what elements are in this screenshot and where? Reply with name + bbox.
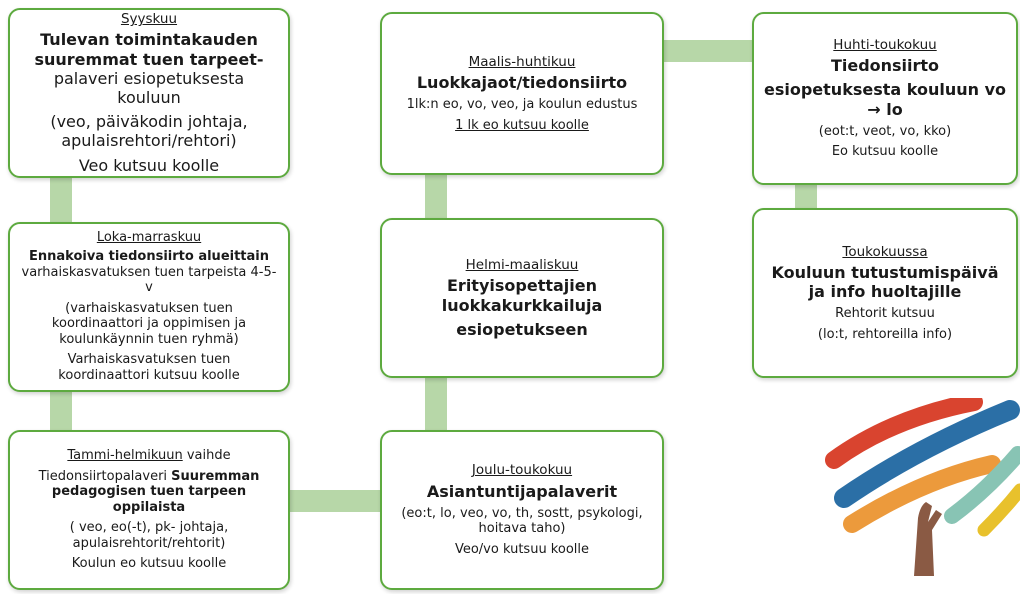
period-label: Loka-marraskuu — [96, 230, 202, 246]
connector — [425, 375, 447, 430]
logo-stroke-yellow — [977, 483, 1020, 537]
period-label: Maalis-huhtikuu — [468, 53, 576, 70]
box-title: Luokkajaot/tiedonsiirto — [416, 72, 628, 92]
box-title-continued: esiopetuksesta kouluun vo → lo — [764, 80, 1006, 119]
convener: Veo/vo kutsuu koolle — [454, 541, 590, 557]
convener: Eo kutsuu koolle — [831, 144, 939, 160]
participants: (lo:t, rehtoreilla info) — [817, 326, 953, 342]
box-title: Ennakoiva tiedonsiirto alueittain varhai… — [21, 248, 277, 296]
convener: Varhaiskasvatuksen tuen koordinaattori k… — [58, 352, 240, 384]
period-label: Toukokuussa — [842, 243, 928, 260]
convener: Veo kutsuu koolle — [78, 155, 220, 175]
period-label: Joulu-toukokuu — [471, 462, 573, 479]
connector — [50, 390, 72, 435]
logo-stroke-teal — [944, 446, 1020, 524]
connector — [662, 40, 756, 62]
participants: ( veo, eo(-t), pk- johtaja, apulaisrehto… — [69, 520, 229, 551]
box-title: Erityisopettajien luokkakurkkailuja — [441, 276, 603, 315]
connector — [425, 172, 447, 220]
logo-stroke-blue — [834, 400, 1020, 508]
box-huhti-toukokuu: Huhti-toukokuu Tiedonsiirto esiopetukses… — [752, 12, 1018, 185]
connector — [795, 185, 817, 210]
box-tammi-helmikuu: Tammi-helmikuun vaihde Tiedonsiirtopalav… — [8, 430, 290, 590]
logo-stroke-orange — [843, 455, 1001, 533]
box-title: Kouluun tutustumispäivä ja info huoltaji… — [771, 262, 999, 301]
participants: (eo:t, lo, veo, vo, th, sostt, psykologi… — [401, 505, 643, 537]
participants: (varhaiskasvatuksen tuen koordinaattori … — [51, 300, 247, 347]
period-label: Helmi-maaliskuu — [465, 257, 579, 274]
box-helmi-maaliskuu: Helmi-maaliskuu Erityisopettajien luokka… — [380, 218, 664, 378]
participants: 1lk:n eo, vo, veo, ja koulun edustus — [406, 97, 638, 113]
convener: Koulun eo kutsuu koolle — [71, 556, 227, 572]
box-maalis-huhtikuu: Maalis-huhtikuu Luokkajaot/tiedonsiirto … — [380, 12, 664, 175]
box-title: Tulevan toimintakauden suuremmat tuen ta… — [34, 30, 264, 107]
box-joulu-toukokuu: Joulu-toukokuu Asiantuntijapalaverit (eo… — [380, 430, 664, 590]
box-title: Asiantuntijapalaverit — [426, 481, 618, 501]
box-title: Tiedonsiirto — [830, 56, 940, 76]
logo-trunk — [914, 502, 942, 576]
connector — [290, 490, 382, 512]
box-title-continued: esiopetukseen — [456, 319, 588, 339]
box-loka-marraskuu: Loka-marraskuu Ennakoiva tiedonsiirto al… — [8, 222, 290, 392]
participants: (eot:t, veot, vo, kko) — [818, 123, 952, 139]
period-label: Huhti-toukokuu — [833, 37, 937, 54]
convener: 1 lk eo kutsuu koolle — [455, 117, 589, 133]
convener: Rehtorit kutsuu — [835, 306, 935, 322]
period-label: Tammi-helmikuun vaihde — [67, 447, 231, 463]
box-syyskuu: Syyskuu Tulevan toimintakauden suuremmat… — [8, 8, 290, 178]
connector — [50, 175, 72, 230]
box-title: Tiedonsiirtopalaveri Suuremman pedagogis… — [38, 468, 260, 515]
logo-stroke-red — [825, 398, 983, 469]
period-label: Syyskuu — [120, 11, 178, 28]
box-toukokuussa: Toukokuussa Kouluun tutustumispäivä ja i… — [752, 208, 1018, 378]
tree-logo-icon — [825, 398, 1020, 576]
participants: (veo, päiväkodin johtaja, apulaisrehtori… — [50, 112, 248, 151]
